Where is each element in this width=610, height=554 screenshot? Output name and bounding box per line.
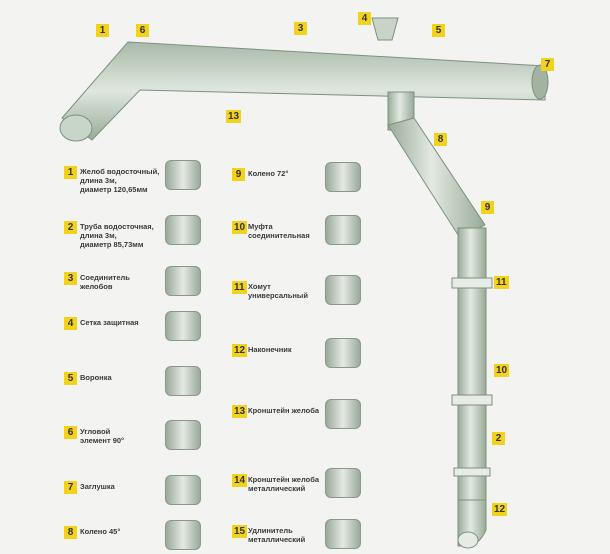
callout-badge: 12 — [492, 503, 508, 516]
part-thumbnail — [165, 266, 201, 296]
legend-number: 4 — [64, 317, 77, 330]
downpipe — [387, 91, 487, 549]
callout-badge: 3 — [294, 22, 307, 35]
callout-badge: 1 — [96, 24, 109, 37]
callout-badge: 9 — [481, 201, 494, 214]
legend-number: 8 — [64, 526, 77, 539]
part-thumbnail — [165, 520, 201, 550]
callout-badge: 8 — [434, 133, 447, 146]
legend-number: 15 — [232, 525, 248, 538]
legend-number: 14 — [232, 474, 248, 487]
legend-label: Колено 72° — [248, 169, 289, 178]
part-thumbnail — [325, 275, 361, 305]
legend-number: 11 — [232, 281, 247, 294]
legend-number: 6 — [64, 426, 77, 439]
part-thumbnail — [165, 215, 201, 245]
legend-number: 2 — [64, 221, 77, 234]
legend-label: Желоб водосточный, длина 3м, диаметр 120… — [80, 167, 160, 194]
legend-label: Воронка — [80, 373, 112, 382]
legend-number: 12 — [232, 344, 248, 357]
legend-label: Кронштейн желоба металлический — [248, 475, 320, 493]
legend-label: Труба водосточная, длина 3м, диаметр 85,… — [80, 222, 154, 249]
legend-label: Муфта соединительная — [248, 222, 310, 240]
legend-number: 10 — [232, 221, 248, 234]
legend-label: Кронштейн желоба — [248, 406, 320, 415]
legend-label: Наконечник — [248, 345, 292, 354]
legend-number: 13 — [232, 405, 248, 418]
legend-label: Заглушка — [80, 482, 115, 491]
part-thumbnail — [325, 162, 361, 192]
legend-label: Сетка защитная — [80, 318, 139, 327]
legend-label: Угловой элемент 90° — [80, 427, 125, 445]
callout-badge: 5 — [432, 24, 445, 37]
part-thumbnail — [325, 519, 361, 549]
legend-label: Соединитель желобов — [80, 273, 130, 291]
part-thumbnail — [165, 420, 201, 450]
part-thumbnail — [325, 468, 361, 498]
part-thumbnail — [165, 475, 201, 505]
pipe-clamps — [451, 277, 493, 477]
part-thumbnail — [325, 338, 361, 368]
callout-badge: 7 — [541, 58, 554, 71]
callout-badge: 6 — [136, 24, 149, 37]
callout-badge: 4 — [358, 12, 371, 25]
part-thumbnail — [325, 215, 361, 245]
legend-label: Колено 45° — [80, 527, 121, 536]
part-thumbnail — [165, 160, 201, 190]
legend-label: Хомут универсальный — [248, 282, 308, 300]
part-thumbnail — [165, 311, 201, 341]
callout-badge: 11 — [494, 276, 509, 289]
legend-number: 3 — [64, 272, 77, 285]
legend-label: Удлинитель металлический — [248, 526, 306, 544]
legend-number: 9 — [232, 168, 245, 181]
part-thumbnail — [325, 399, 361, 429]
legend-number: 5 — [64, 372, 77, 385]
gutter — [59, 41, 549, 142]
callout-badge: 10 — [494, 364, 510, 377]
legend-number: 1 — [64, 166, 77, 179]
callout-badge: 13 — [226, 110, 242, 123]
part-thumbnail — [165, 366, 201, 396]
legend-number: 7 — [64, 481, 77, 494]
grate — [371, 17, 399, 41]
callout-badge: 2 — [492, 432, 505, 445]
